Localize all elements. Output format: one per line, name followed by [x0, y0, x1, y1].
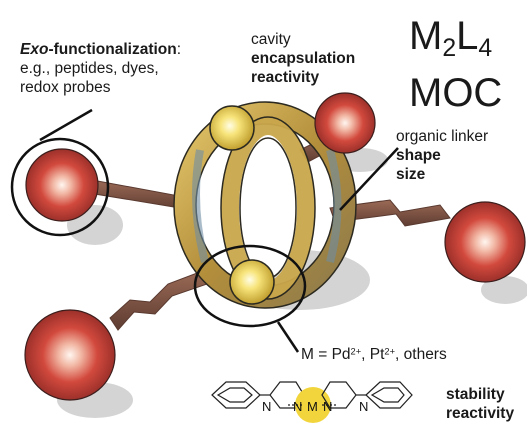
moc-title: M2L4 MOC [409, 14, 502, 115]
atom-n-4: N [359, 399, 368, 414]
atom-n-2: N [293, 399, 302, 414]
linker-callout-line [339, 147, 399, 211]
metal-label: M = Pd2+, Pt2+, others [301, 346, 447, 363]
coordination-scheme [211, 381, 413, 423]
ball-left [25, 148, 99, 222]
cavity-line-3: reactivity [251, 69, 320, 86]
linker-label: organic linker shape size [396, 127, 488, 184]
exo-label: Exo-functionalization: e.g., peptides, d… [20, 40, 181, 97]
metal-node-top [209, 105, 255, 151]
ball-bottom-left [24, 309, 116, 401]
right-ball-shadow [481, 276, 527, 304]
linker-line-2: shape [396, 147, 441, 164]
atom-n-3: N [323, 399, 332, 414]
linker-line-1: organic linker [396, 128, 489, 145]
stability-label: stability reactivity [446, 385, 514, 423]
metal-node-bottom [229, 259, 275, 305]
exo-callout-circle [10, 137, 110, 237]
cage-ring-outer-edge [173, 101, 357, 309]
metal-callout-line [276, 321, 300, 353]
coordination-atoms: N N M N N [262, 399, 368, 414]
pyridine-left [216, 387, 253, 403]
exo-callout-line [39, 108, 93, 142]
title-formula: M2L4 [409, 14, 493, 62]
metal-callout-ellipse [193, 244, 307, 328]
title-line-2: MOC [409, 70, 503, 115]
functional-balls [24, 92, 526, 401]
metal-nodes [209, 105, 275, 305]
ball-top-right [314, 92, 376, 154]
atom-m: M [307, 399, 318, 414]
cavity-label: cavity encapsulation reactivity [251, 30, 355, 87]
pyridine-right [370, 387, 405, 403]
cavity-line-1: cavity [251, 31, 291, 48]
exo-line-3: redox probes [20, 79, 111, 96]
cage-facet-2 [326, 148, 342, 264]
stability-line-2: reactivity [446, 405, 515, 422]
cavity-line-2: encapsulation [251, 50, 356, 67]
pyridine-right-outer [365, 381, 413, 409]
exo-line-1: Exo-functionalization: [20, 41, 182, 58]
ball-right [444, 201, 526, 283]
stability-line-1: stability [446, 386, 505, 403]
cage-ring-mid-edge [220, 116, 316, 300]
atom-n-1: N [262, 399, 271, 414]
callouts [10, 108, 399, 353]
linker-line-3: size [396, 166, 426, 183]
cage-facet-1 [192, 149, 209, 264]
exo-line-2: e.g., peptides, dyes, [20, 60, 159, 77]
